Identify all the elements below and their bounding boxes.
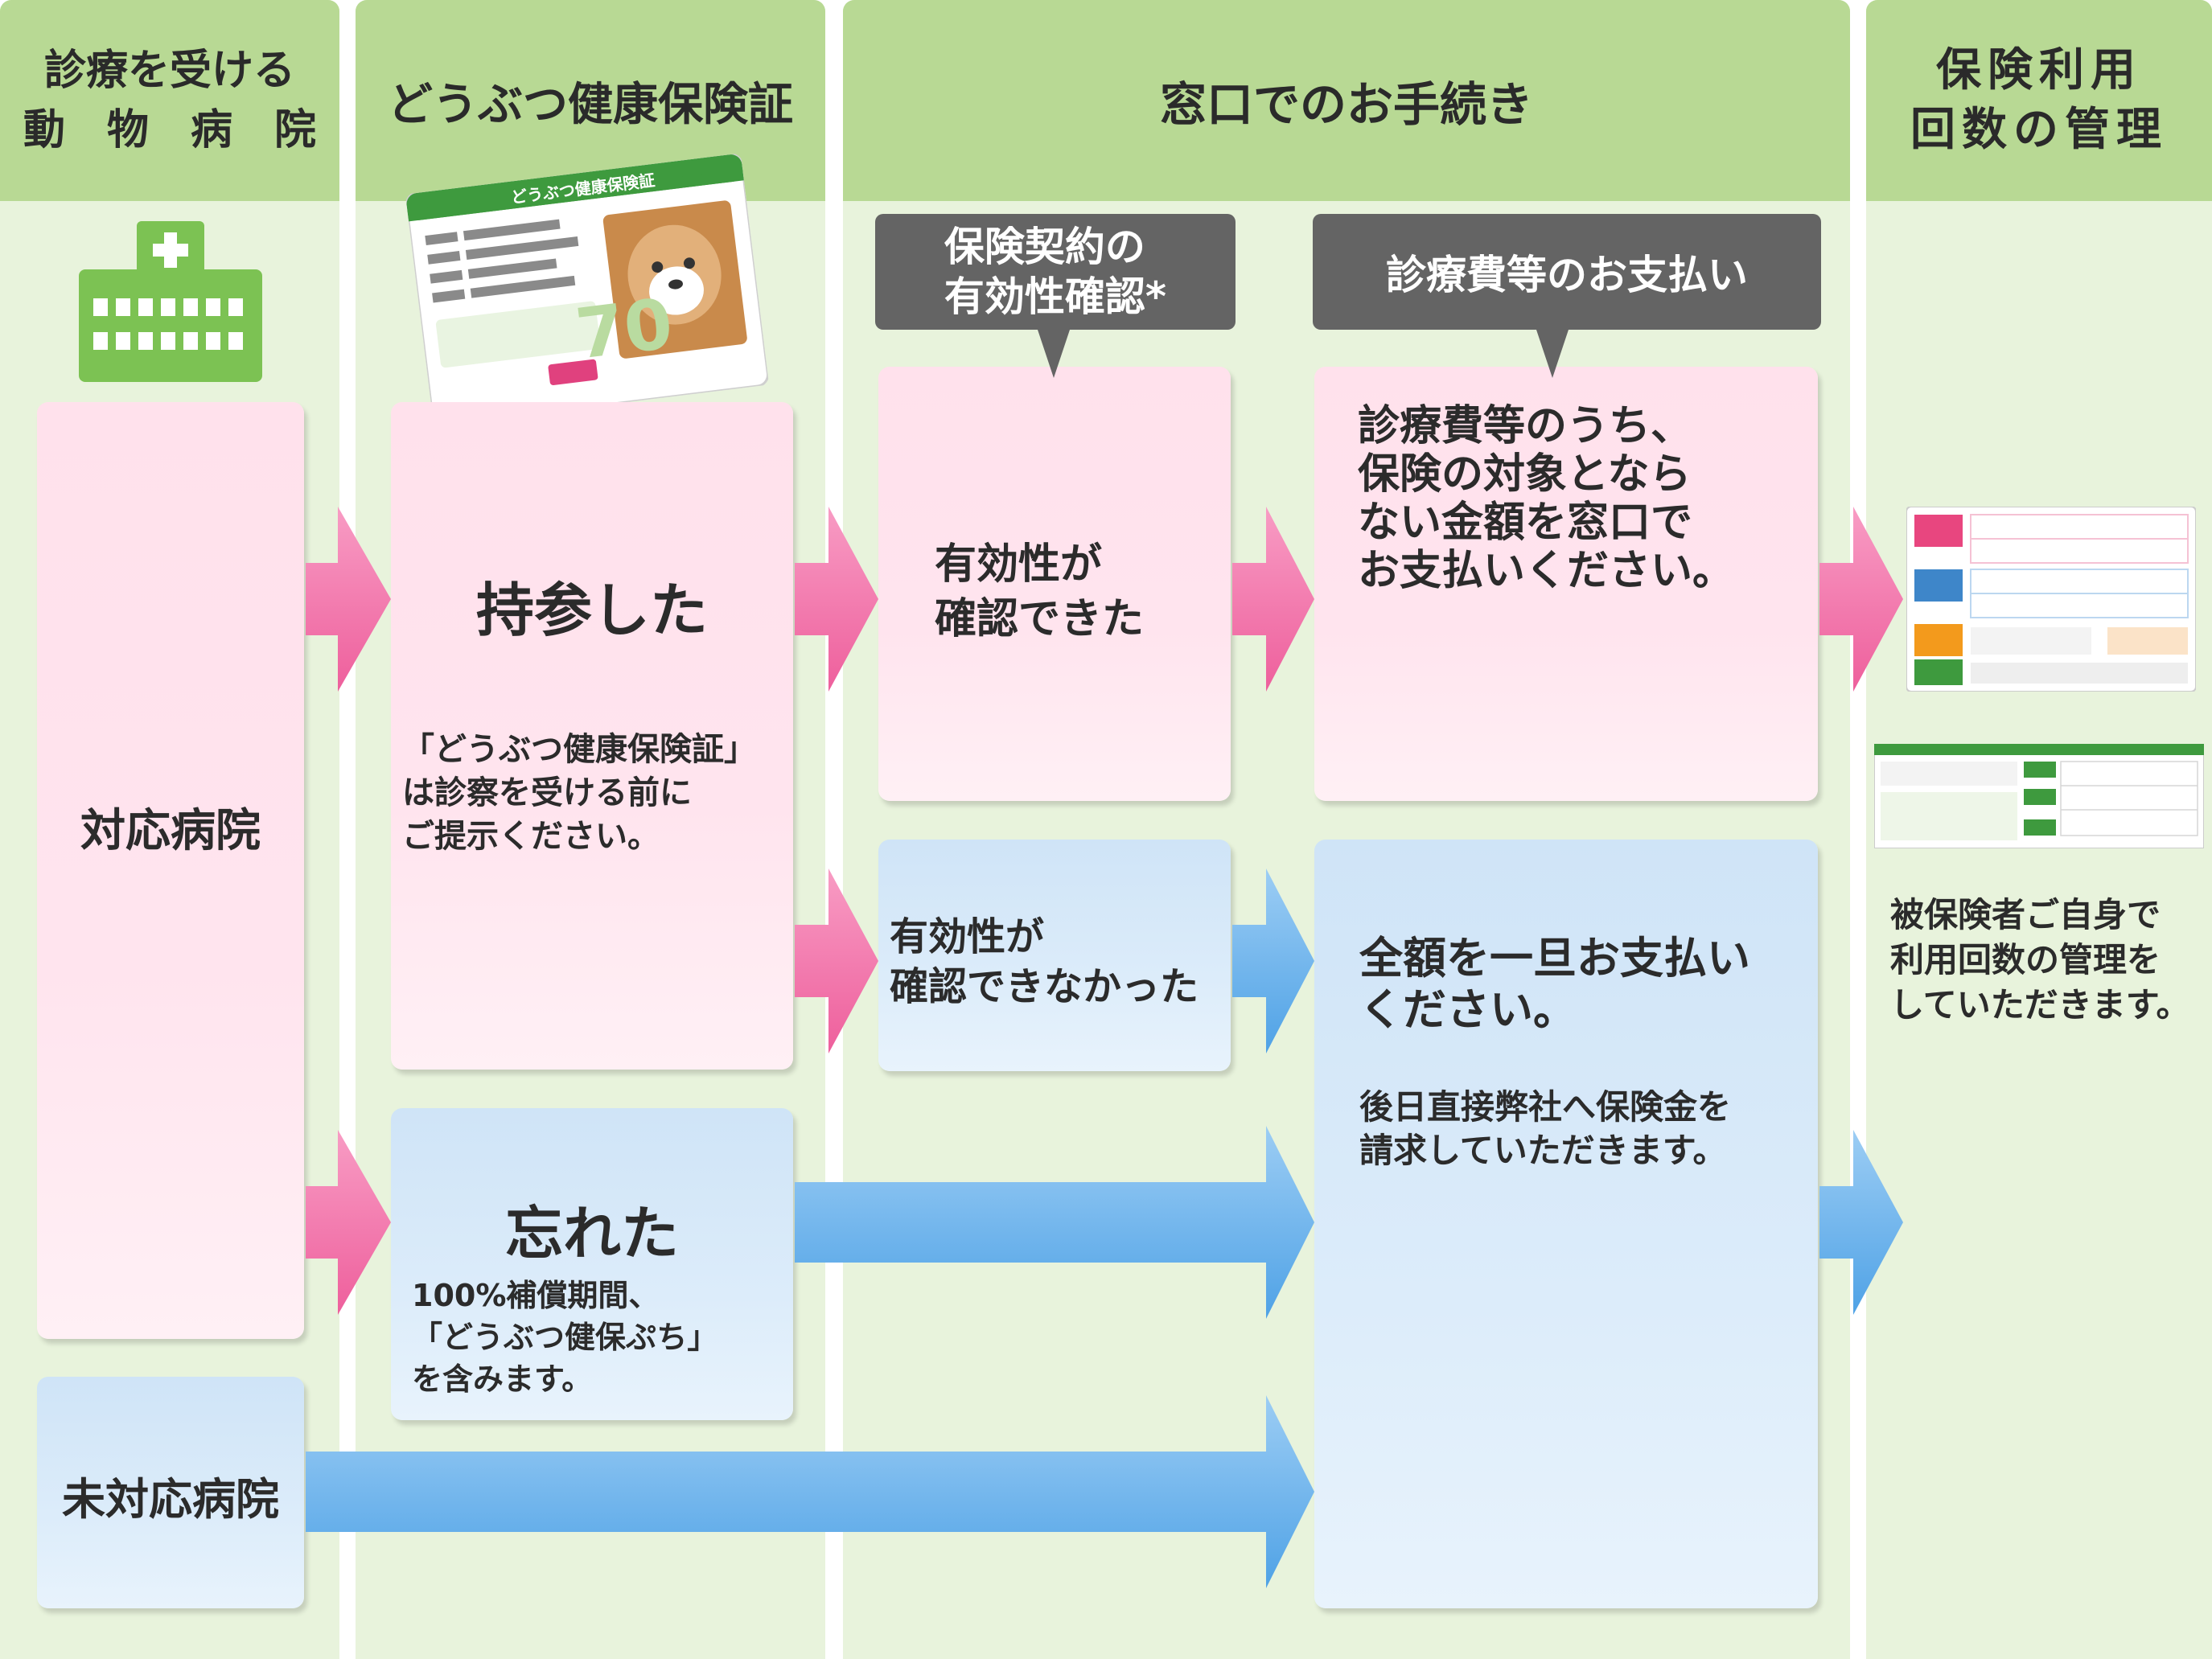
column-header-counter: 窓口でのお手続き (843, 0, 1850, 201)
arrow-partial-to-manage (1819, 507, 1903, 692)
callout-payment-tip (1536, 330, 1569, 378)
forgot-card-box (391, 1108, 793, 1420)
column-header-manage: 保険利用 回数の管理 (1866, 0, 2212, 201)
hospital-icon (79, 221, 262, 382)
full-payment-note: 後日直接弊社へ保険金を 請求していただきます。 (1359, 1087, 1732, 1170)
forgot-card-note: 100%補償期間、 「どうぶつ健保ぷち」 を含みます。 (412, 1278, 718, 1397)
validity-not-confirmed-label: 有効性が 確認できなかった (890, 914, 1199, 1009)
column-header-manage-label: 保険利用 回数の管理 (1910, 44, 2168, 156)
callout-payment: 診療費等のお支払い (1313, 214, 1821, 330)
forgot-card-title: 忘れた (504, 1200, 679, 1267)
arrow-brought-to-confirmed (795, 507, 878, 692)
column-header-card-label: どうぶつ健康保険証 (388, 78, 793, 131)
validity-confirmed-label: 有効性が 確認できた (935, 540, 1145, 643)
insurance-card-icon: どうぶつ健康保険証 70 (405, 153, 770, 426)
arrow-not-confirmed-to-full (1232, 869, 1314, 1053)
validity-not-confirmed-box (878, 840, 1231, 1071)
arrow-confirmed-to-partial (1232, 507, 1314, 692)
manage-note: 被保険者ご自身で 利用回数の管理を していただきます。 (1890, 895, 2190, 1025)
arrow-unsupported-to-full (306, 1395, 1314, 1588)
arrow-hospital-to-forgot (306, 1130, 391, 1315)
unsupported-hospital-box (37, 1377, 304, 1608)
unsupported-hospital-label: 未対応病院 (62, 1474, 279, 1525)
usage-sheet-icon (1906, 506, 2197, 692)
partial-payment-label: 診療費等のうち、 保険の対象となら ない金額を窓口で お支払いください。 (1358, 402, 1735, 595)
callout-validity-tip (1038, 330, 1070, 378)
arrow-hospital-to-brought (306, 507, 391, 692)
brought-card-note: 「どうぶつ健康保険証」 は診察を受ける前に ご提示ください。 (402, 731, 756, 855)
column-header-card: どうぶつ健康保険証 (356, 0, 825, 201)
arrow-full-to-manage (1819, 1130, 1903, 1315)
brought-card-box (391, 402, 793, 1070)
supported-hospital-box (37, 402, 304, 1339)
callout-validity-check-label: 保険契約の 有効性確認* (944, 224, 1167, 320)
callout-payment-label: 診療費等のお支払い (1386, 252, 1748, 298)
arrow-brought-to-not-confirmed (795, 869, 878, 1053)
usage-table-icon (1873, 743, 2205, 849)
supported-hospital-label: 対応病院 (80, 805, 261, 857)
full-payment-box (1314, 840, 1818, 1608)
arrow-forgot-to-full (795, 1126, 1314, 1319)
column-header-hospital-label: 診療を受ける 動 物 病 院 (23, 47, 316, 154)
full-payment-title: 全額を一旦お支払い ください。 (1359, 933, 1750, 1035)
column-header-counter-label: 窓口でのお手続き (1159, 77, 1533, 132)
partial-payment-box (1314, 367, 1818, 801)
callout-validity-check: 保険契約の 有効性確認* (875, 214, 1236, 330)
brought-card-title: 持参した (475, 577, 708, 644)
validity-confirmed-box (878, 367, 1231, 801)
column-header-hospital: 診療を受ける 動 物 病 院 (0, 0, 339, 201)
